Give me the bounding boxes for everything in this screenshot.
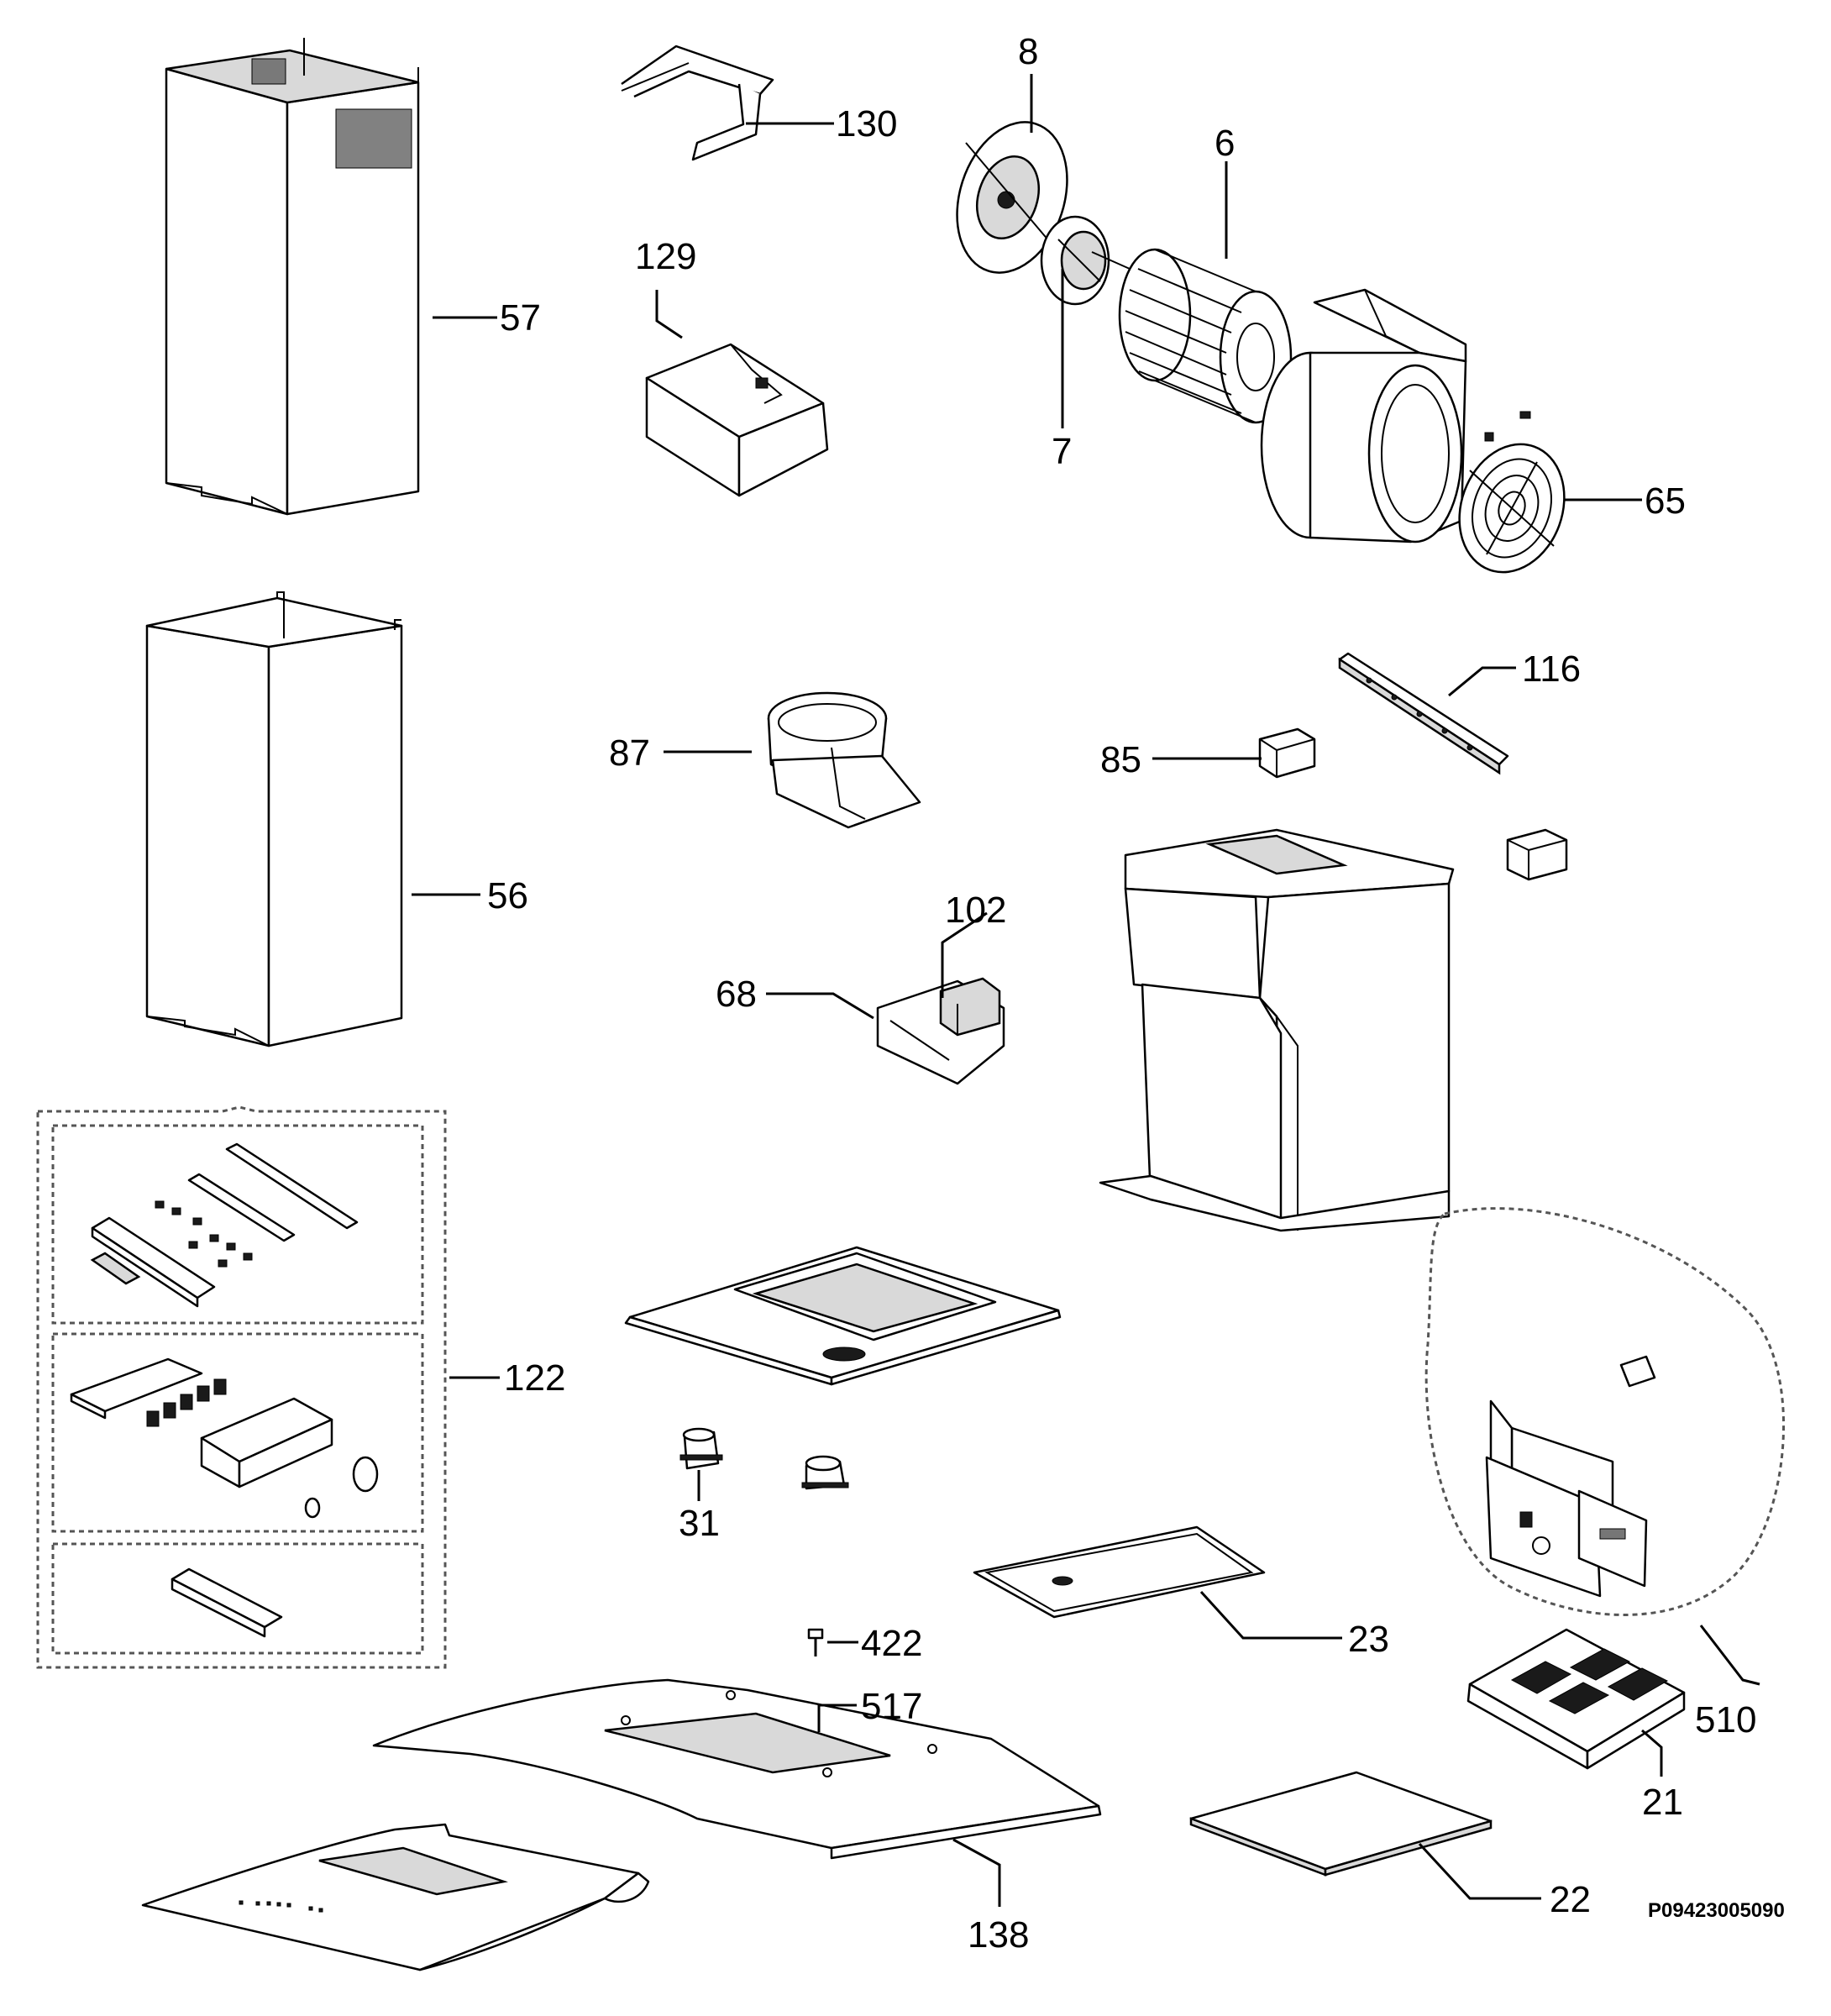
- part-65-guard-grille[interactable]: [1442, 411, 1582, 587]
- label-517: 517: [861, 1686, 922, 1727]
- part-23-grease-filter[interactable]: [973, 1525, 1266, 1619]
- part-510-electronics-group[interactable]: [1424, 1207, 1785, 1616]
- part-122-accessory-kit[interactable]: [36, 1105, 447, 1669]
- main-hood-body[interactable]: [1099, 828, 1455, 1232]
- part-7-motor[interactable]: [1040, 215, 1131, 306]
- label-102: 102: [945, 890, 1006, 931]
- label-8: 8: [1018, 31, 1038, 72]
- label-56: 56: [487, 875, 528, 916]
- part-87-air-outlet[interactable]: [767, 691, 921, 829]
- part-22-filter-panel[interactable]: [1189, 1771, 1493, 1877]
- leader-lines: [412, 74, 1760, 1907]
- part-129-duct-box[interactable]: [645, 343, 829, 497]
- part-130-bracket[interactable]: [621, 45, 774, 161]
- label-22: 22: [1550, 1879, 1591, 1920]
- part-21-charcoal-filter-frame[interactable]: [1466, 1628, 1686, 1770]
- fan-housing[interactable]: [1260, 288, 1467, 543]
- part-57-upper-chimney[interactable]: [165, 38, 420, 516]
- part-8-motor-plate[interactable]: [939, 108, 1086, 286]
- label-138: 138: [968, 1914, 1029, 1956]
- mounting-frame[interactable]: [624, 1246, 1062, 1386]
- label-116: 116: [1522, 648, 1581, 690]
- part-116-rail[interactable]: [1338, 652, 1509, 775]
- switch-box-spare[interactable]: [1506, 828, 1568, 881]
- part-138-canopy[interactable]: [372, 1678, 1102, 1860]
- label-23: 23: [1348, 1619, 1389, 1660]
- label-87: 87: [609, 732, 650, 774]
- label-68: 68: [716, 974, 757, 1015]
- label-122: 122: [504, 1357, 565, 1399]
- part-68-102-control-unit[interactable]: [876, 977, 1005, 1085]
- label-130: 130: [836, 103, 897, 144]
- label-422: 422: [861, 1623, 922, 1664]
- drawing-code: P09423005090: [1648, 1899, 1785, 1922]
- label-510: 510: [1695, 1699, 1756, 1740]
- canopy-front-panel[interactable]: [141, 1823, 650, 1971]
- label-21: 21: [1642, 1782, 1683, 1823]
- label-57: 57: [500, 297, 541, 339]
- part-422-screw[interactable]: [807, 1628, 824, 1656]
- label-85: 85: [1100, 739, 1141, 780]
- label-65: 65: [1645, 480, 1686, 522]
- part-85-switch-box[interactable]: [1258, 727, 1316, 779]
- label-31: 31: [679, 1503, 720, 1544]
- callout-labels: 130 8 6 129 57 7 65 116 87 85 56 102 68 …: [487, 31, 1785, 1956]
- label-6: 6: [1215, 123, 1235, 164]
- lamp-holder-2[interactable]: [801, 1455, 849, 1490]
- part-56-lower-chimney[interactable]: [145, 591, 403, 1047]
- label-129: 129: [635, 236, 696, 277]
- part-6-fan-impeller[interactable]: [1118, 248, 1293, 424]
- label-7: 7: [1052, 431, 1072, 472]
- part-31-lamp-holder[interactable]: [679, 1427, 723, 1470]
